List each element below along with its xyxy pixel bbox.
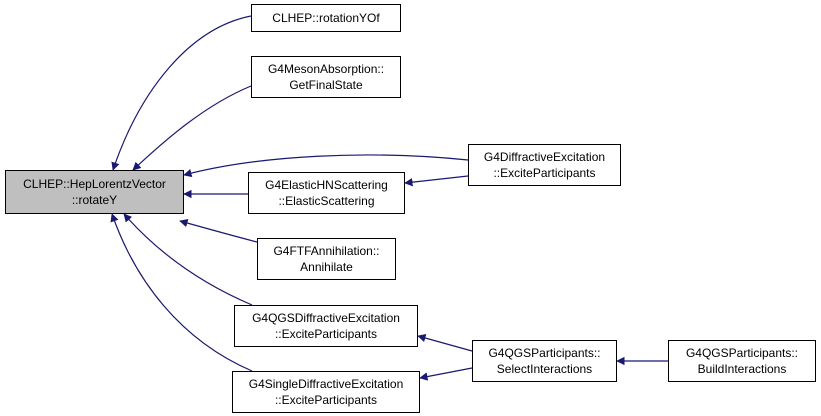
node-label-line1: G4ElasticHNScattering xyxy=(265,178,388,192)
node-label-line1: G4QGSParticipants:: xyxy=(685,346,799,360)
node-qgs-participants-select-interactions[interactable]: G4QGSParticipants:: SelectInteractions xyxy=(472,340,617,382)
edge-selectInteractions-to-singleDiffractive xyxy=(419,367,473,381)
node-label-line2: ::rotateY xyxy=(71,193,118,207)
node-hep-lorentz-vector-rotate-y: CLHEP::HepLorentzVector ::rotateY xyxy=(5,170,184,214)
node-label-line1: CLHEP::rotationYOf xyxy=(272,11,380,25)
edge-rotationYOf-to-root xyxy=(111,15,252,171)
node-label-line2: ::ElasticScattering xyxy=(278,194,375,208)
edge-singleDiffractive-to-root xyxy=(110,213,253,372)
node-label-line1: G4SingleDiffractiveExcitation xyxy=(248,377,404,391)
node-label-line1: G4DiffractiveExcitation xyxy=(483,150,606,164)
edge-ftfAnnihilation-to-root xyxy=(179,218,258,243)
node-label-line2: BuildInteractions xyxy=(697,362,787,376)
node-meson-absorption-get-final-state[interactable]: G4MesonAbsorption:: GetFinalState xyxy=(251,56,401,98)
node-label-line2: GetFinalState xyxy=(289,78,363,92)
node-label-line2: ::ExciteParticipants xyxy=(274,393,378,407)
edge-mesonAbsorption-to-root xyxy=(132,85,252,171)
node-label-line2: Annihilate xyxy=(300,260,353,274)
node-rotation-y-of[interactable]: CLHEP::rotationYOf xyxy=(251,4,401,32)
node-ftf-annihilation-annihilate[interactable]: G4FTFAnnihilation:: Annihilate xyxy=(257,238,396,280)
edge-selectInteractions-to-qgsDiffractive xyxy=(417,333,473,352)
edge-diffractiveExcitation-to-elasticHN xyxy=(404,175,469,187)
edge-diffractiveExcitation-to-root xyxy=(183,154,469,178)
node-label-line2: SelectInteractions xyxy=(496,362,593,376)
node-label-line1: G4MesonAbsorption:: xyxy=(267,62,385,76)
node-label-line1: G4QGSParticipants:: xyxy=(488,346,601,360)
node-label-line1: G4FTFAnnihilation:: xyxy=(273,244,380,258)
edge-qgsDiffractive-to-root xyxy=(123,213,253,306)
node-label-line1: G4QGSDiffractiveExcitation xyxy=(252,311,400,325)
node-label-line2: ::ExciteParticipants xyxy=(493,166,596,180)
node-elastic-hn-scattering[interactable]: G4ElasticHNScattering ::ElasticScatterin… xyxy=(248,172,405,214)
node-diffractive-excitation-excite-participants[interactable]: G4DiffractiveExcitation ::ExciteParticip… xyxy=(468,144,621,186)
node-qgs-participants-build-interactions[interactable]: G4QGSParticipants:: BuildInteractions xyxy=(668,340,816,382)
node-qgs-diffractive-excitation[interactable]: G4QGSDiffractiveExcitation ::ExciteParti… xyxy=(234,305,418,347)
node-single-diffractive-excitation[interactable]: G4SingleDiffractiveExcitation ::ExcitePa… xyxy=(232,371,420,413)
node-label-line2: ::ExciteParticipants xyxy=(274,327,378,341)
node-label-line1: CLHEP::HepLorentzVector xyxy=(23,177,166,191)
